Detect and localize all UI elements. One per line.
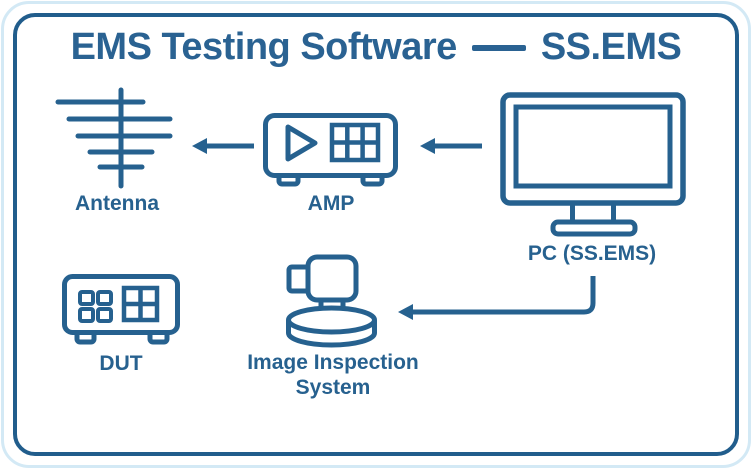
iis-label-line1: Image Inspection [247,351,419,374]
arrow-amp-to-antenna [192,138,254,154]
page-title-right: SS.EMS [540,26,682,68]
page-title: EMS Testing Software SS.EMS [0,26,752,69]
arrow-left-icon [192,138,207,154]
page-title-left: EMS Testing Software [70,26,458,68]
amp-label: AMP [307,192,355,215]
pc-label: PC (SS.EMS) [527,242,657,265]
dut-label: DUT [99,352,143,375]
dut-device-icon [62,274,180,345]
arrow-pc-to-amp [420,138,482,154]
iis-label: Image Inspection System [233,350,433,400]
monitor-icon [500,92,686,237]
antenna-icon [55,87,173,189]
arrow-pc-to-iis [398,276,596,320]
antenna-label: Antenna [75,192,159,215]
camera-turntable-icon [286,254,377,348]
play-icon [285,124,318,162]
title-dash [471,44,526,51]
iis-label-line2: System [295,376,371,399]
arrow-left-icon [420,138,435,154]
arrow-left-icon [398,304,413,320]
amplifier-icon [263,113,398,187]
